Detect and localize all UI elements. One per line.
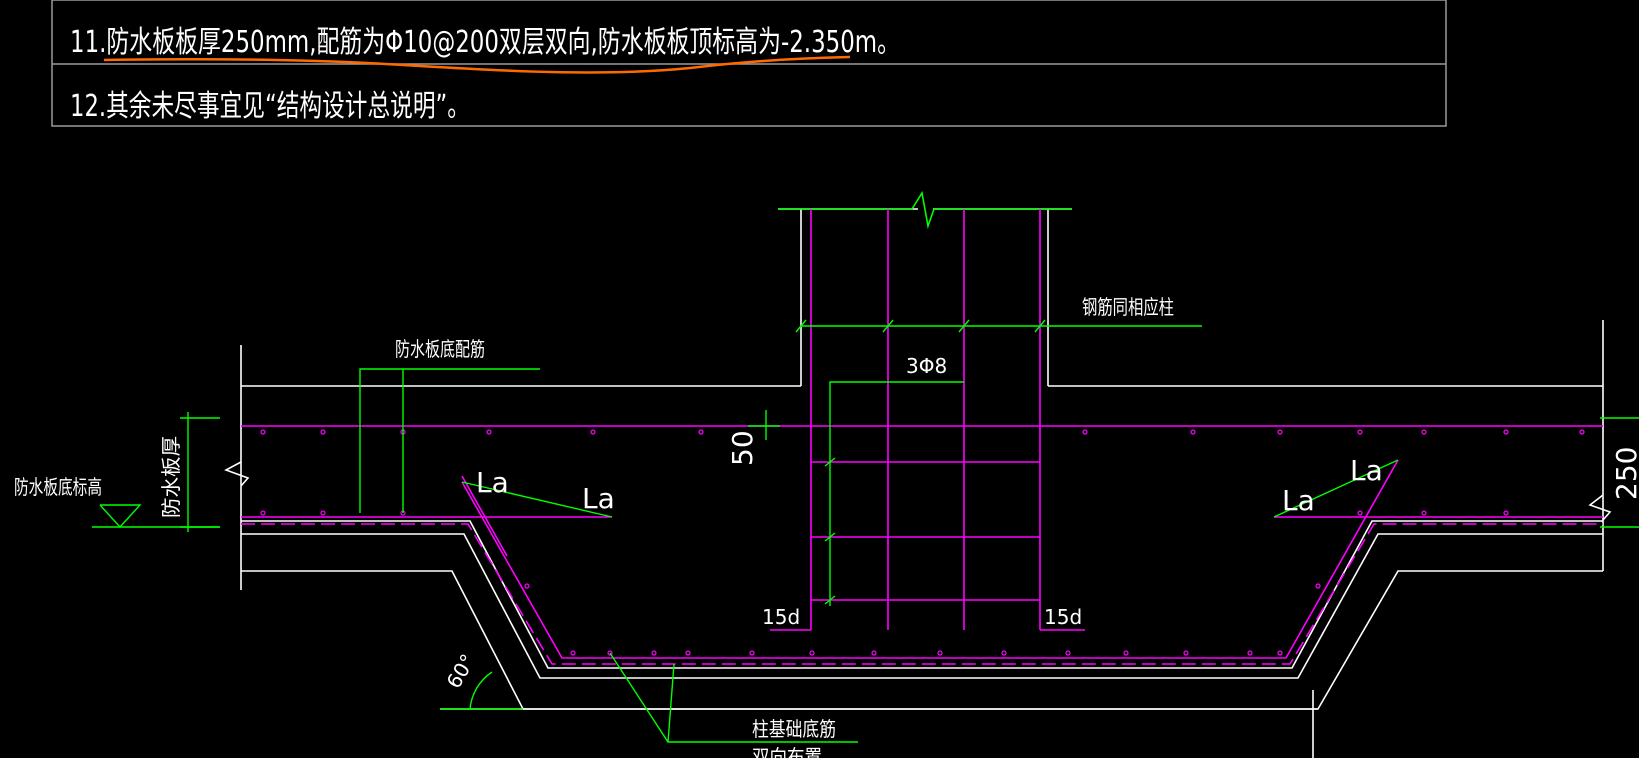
label-la-1: La — [476, 466, 509, 499]
label-15d-left: 15d — [762, 605, 800, 629]
leader-lines — [92, 319, 1639, 743]
label-slab-thickness: 防水板厚 — [159, 436, 183, 518]
label-la-3: La — [1282, 484, 1315, 517]
label-dim-250: 250 — [1610, 447, 1639, 500]
label-la-4: La — [1350, 454, 1383, 487]
label-footing-bottom-rebar: 柱基础底筋 — [752, 717, 836, 741]
label-15d-right: 15d — [1044, 605, 1082, 629]
highlight-underline — [103, 55, 851, 74]
notes-table: 11.防水板板厚250mm,配筋为Φ10@200双层双向,防水板板顶标高为-2.… — [51, 0, 1447, 127]
rebar-lines — [241, 209, 1603, 665]
notes-table-border — [51, 0, 1447, 127]
label-stirrup: 3Φ8 — [906, 354, 947, 378]
label-la-2: La — [582, 482, 615, 515]
rebar-dots — [260, 429, 1585, 656]
label-bottom-rebar: 防水板底配筋 — [395, 337, 485, 361]
label-cut-text: 双向布置 — [752, 745, 822, 758]
note-line-11: 11.防水板板厚250mm,配筋为Φ10@200双层双向,防水板板顶标高为-2.… — [70, 25, 900, 60]
label-slab-bottom-elev: 防水板底标高 — [14, 475, 102, 499]
label-dim-50: 50 — [726, 430, 759, 466]
structure-outline — [224, 208, 1612, 758]
column-break-symbol — [778, 190, 1072, 230]
label-rebar-same-column: 钢筋同相应柱 — [1082, 295, 1174, 319]
note-line-12: 12.其余未尽事宜见“结构设计总说明”。 — [70, 89, 470, 124]
label-angle-60: 60° — [442, 650, 481, 693]
